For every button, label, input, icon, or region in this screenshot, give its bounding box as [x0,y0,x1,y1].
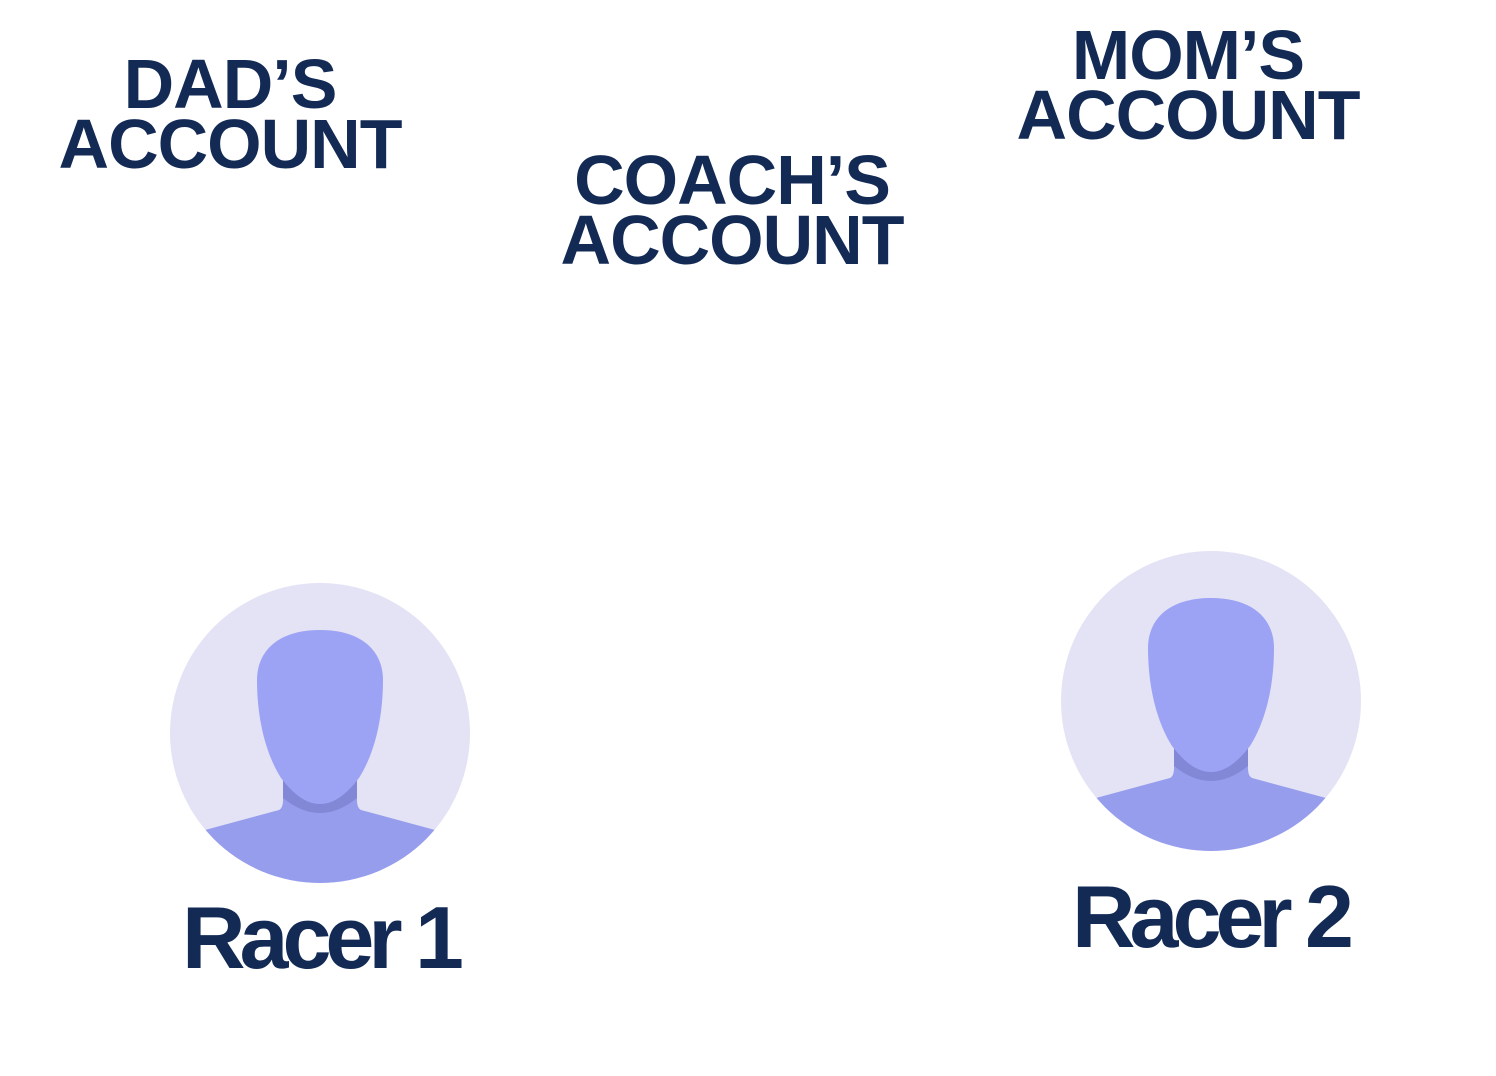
moms-account-label: MOM’S ACCOUNT [1008,16,1368,154]
racer-2-name: Racer 2 [1071,867,1354,966]
coachs-account-label-line2: ACCOUNT [560,201,905,279]
moms-account-label-line2: ACCOUNT [1016,76,1361,154]
dads-account-label-line2: ACCOUNT [58,105,403,183]
racer-1-name: Racer 1 [181,888,464,987]
coachs-account-label-line1: COACH’S [574,141,891,219]
dads-account-label: DAD’S ACCOUNT [50,45,410,183]
moms-account-label-line1: MOM’S [1071,16,1305,94]
coachs-account-label: COACH’S ACCOUNT [552,141,912,279]
racer-2-avatar-icon [1061,551,1361,851]
racer-1-avatar-icon [170,583,470,883]
dads-account-label-line1: DAD’S [123,45,338,123]
